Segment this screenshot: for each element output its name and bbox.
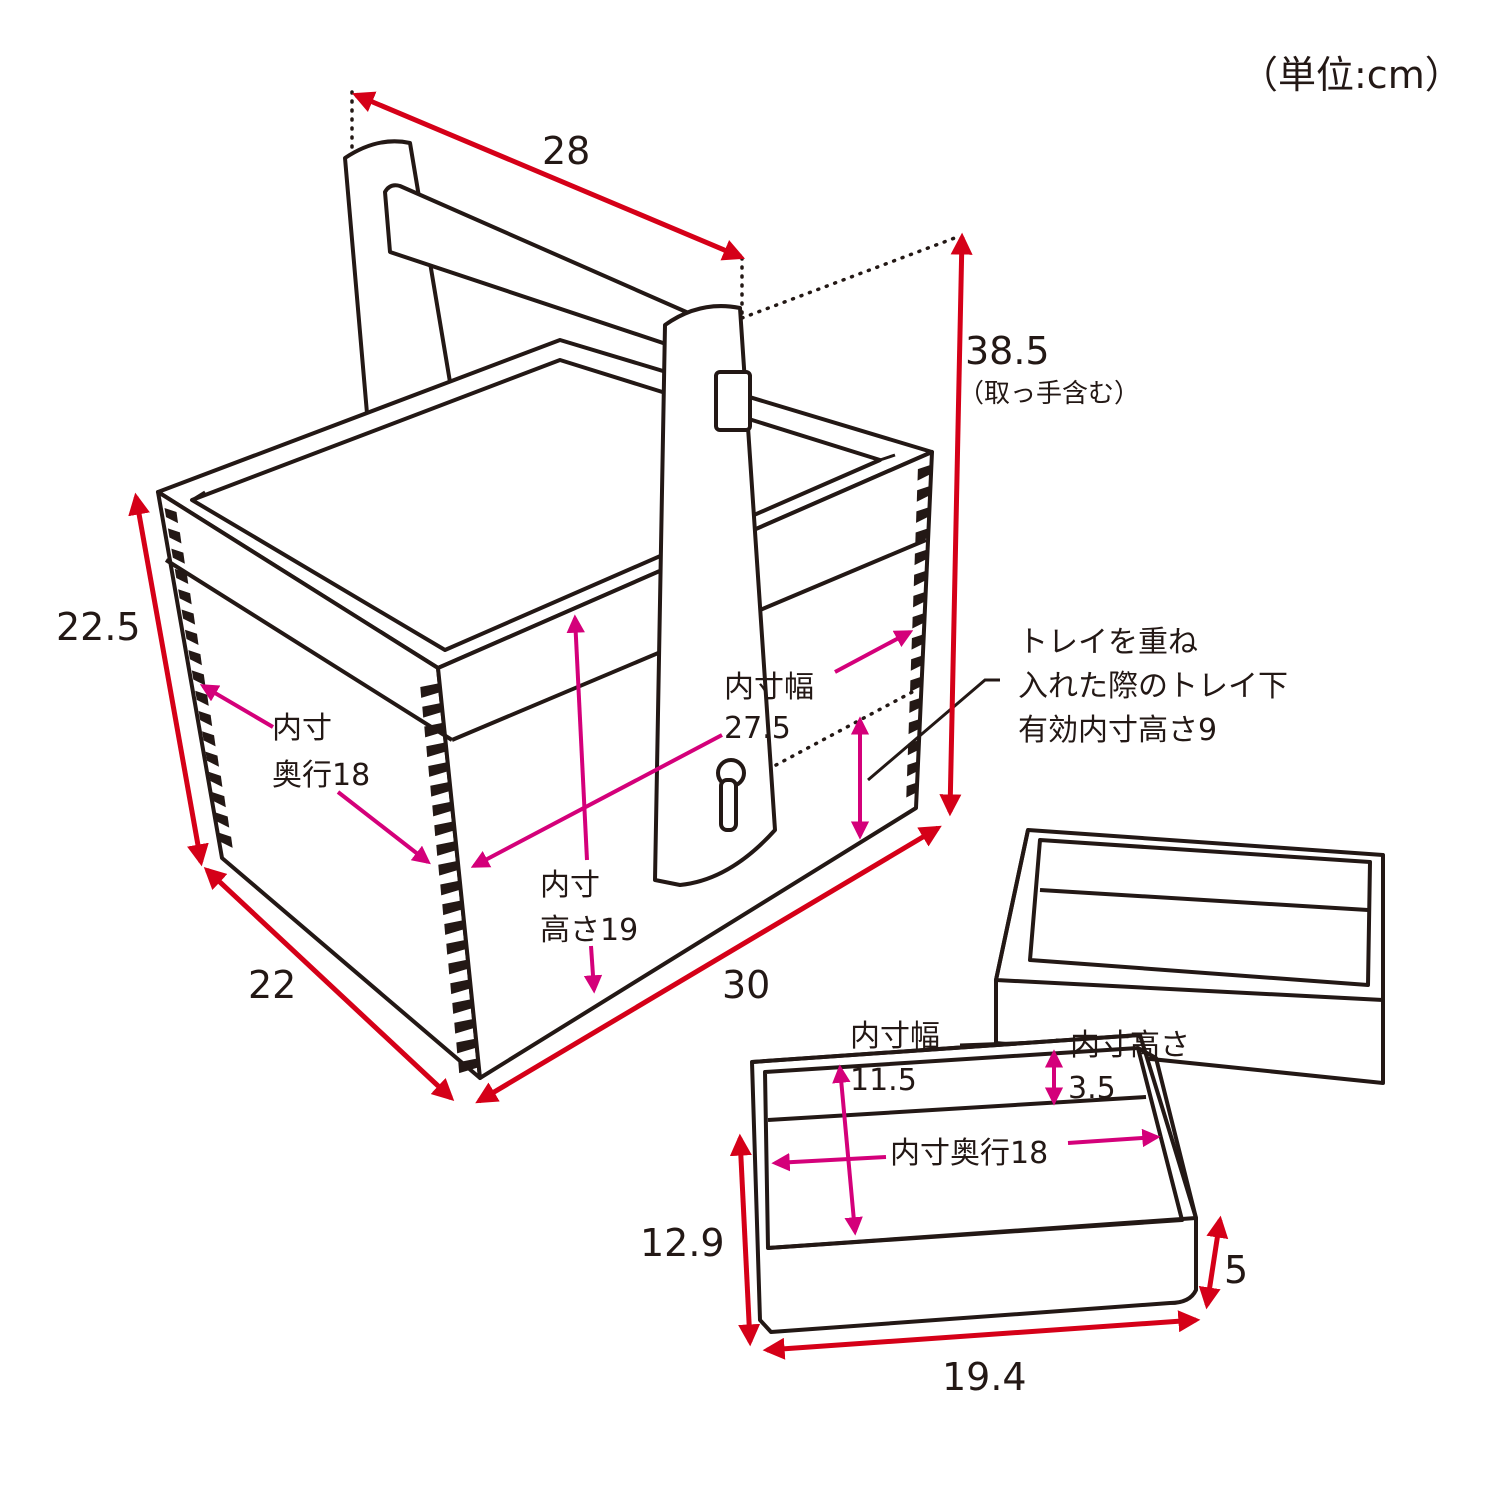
dovetail-tooth <box>432 801 454 817</box>
label-tray-depth: 12.9 <box>640 1221 725 1265</box>
label-width: 30 <box>722 963 770 1007</box>
dim-tray-width <box>762 1310 1201 1360</box>
dovetail-tooth <box>913 570 927 587</box>
dim-tray-inner-depth-a <box>771 1153 887 1172</box>
tray-note-leader <box>867 678 1000 782</box>
dovetail-tooth <box>913 591 926 608</box>
handle-peg <box>714 370 752 432</box>
dovetail-tooth <box>907 760 920 777</box>
label-inner-height-2: 高さ19 <box>540 913 638 948</box>
dim-handle-length <box>351 91 746 261</box>
label-depth: 22 <box>248 963 296 1007</box>
dovetail-tooth <box>456 1038 478 1054</box>
dim-inner-height-a <box>566 614 589 861</box>
label-height-note: （取っ手含む） <box>958 379 1140 409</box>
dovetail-tooth <box>914 549 927 566</box>
dovetail-tooth <box>454 1018 476 1034</box>
tray-dimensions <box>729 1049 1229 1360</box>
dim-inner-width-a <box>834 630 914 674</box>
dovetail-tooth <box>434 821 456 837</box>
dovetail-tooth <box>452 998 474 1014</box>
dovetail-tooth <box>430 781 452 797</box>
tray-note-2: 入れた際のトレイ下 <box>1018 669 1288 704</box>
dovetail-tooth <box>212 792 226 808</box>
dovetail-tooth <box>422 702 444 718</box>
dovetail-tooth <box>219 832 233 848</box>
dovetail-tooth <box>436 840 458 856</box>
dim-tray-inner-depth-b <box>1067 1128 1161 1148</box>
label-tray-inner-depth: 内寸奥行18 <box>890 1136 1048 1171</box>
tray-note-3: 有効内寸高さ9 <box>1018 713 1217 748</box>
dovetail-tooth <box>426 742 448 758</box>
dim-inner-height-b <box>583 945 603 994</box>
dovetail-tooth <box>916 507 929 523</box>
label-inner-depth-1: 内寸 <box>272 711 332 746</box>
label-height-with-handle: 38.5 <box>965 329 1050 373</box>
dim-box-height <box>128 492 209 867</box>
label-inner-depth-2: 奥行18 <box>272 758 370 793</box>
lock-slot <box>719 778 738 832</box>
unit-label: （単位:cm） <box>1240 53 1463 97</box>
dim-inner-depth-a <box>199 684 275 729</box>
dovetail-tooth <box>205 751 219 767</box>
lower-tray-drawing <box>750 1033 1198 1334</box>
label-inner-width-2: 27.5 <box>724 711 791 746</box>
dim-depth <box>203 866 455 1102</box>
label-tray-inner-width-value: 11.5 <box>850 1063 917 1098</box>
guide-dots-top <box>740 234 962 320</box>
dovetail-tooth <box>910 676 923 692</box>
dovetail-tooth <box>917 465 930 481</box>
dim-width <box>475 825 942 1104</box>
dovetail-tooth <box>911 634 924 650</box>
label-box-height: 22.5 <box>56 605 141 649</box>
dim-tray-inner-width <box>832 1064 863 1236</box>
dim-tray-depth <box>729 1133 761 1347</box>
dovetail-tooth <box>906 782 919 798</box>
lid-line-left <box>164 558 454 742</box>
tray-note-1: トレイを重ね <box>1018 625 1198 660</box>
dovetail-tooth <box>215 812 230 828</box>
upper-tray-drawing <box>994 828 1385 1085</box>
dovetail-tooth <box>428 761 450 777</box>
dovetail-tooth <box>912 613 925 629</box>
dovetail-tooth <box>916 486 930 502</box>
label-handle-length: 28 <box>542 129 590 173</box>
dovetail-tooth <box>910 655 924 671</box>
dovetail-tooth <box>909 697 922 714</box>
dim-height-with-handle <box>939 232 973 817</box>
label-tray-height: 5 <box>1224 1248 1248 1292</box>
label-inner-height-1: 内寸 <box>540 868 600 903</box>
dim-tray-height <box>1198 1215 1229 1310</box>
label-tray-width: 19.4 <box>942 1355 1027 1399</box>
dovetail-tooth <box>420 682 442 698</box>
main-box-outer-dimensions <box>128 91 973 1104</box>
label-tray-inner-height: 内寸高さ <box>1070 1028 1190 1063</box>
label-tray-inner-height-value: 3.5 <box>1068 1071 1116 1106</box>
dovetail-tooth <box>915 528 928 545</box>
dovetail-tooth <box>208 771 223 787</box>
label-inner-width-1: 内寸幅 <box>724 670 814 705</box>
dim-inner-depth-b <box>336 790 431 865</box>
dovetail-tooth <box>458 1058 480 1074</box>
label-tray-inner-width: 内寸幅 <box>850 1019 940 1054</box>
dovetail-tooth <box>450 979 472 995</box>
guide-dots-tray <box>774 688 918 767</box>
dovetail-tooth <box>424 722 446 738</box>
dim-inner-width-b <box>470 733 723 868</box>
main-box-inner-dimensions <box>199 614 914 994</box>
dovetail-tooth <box>908 718 921 735</box>
